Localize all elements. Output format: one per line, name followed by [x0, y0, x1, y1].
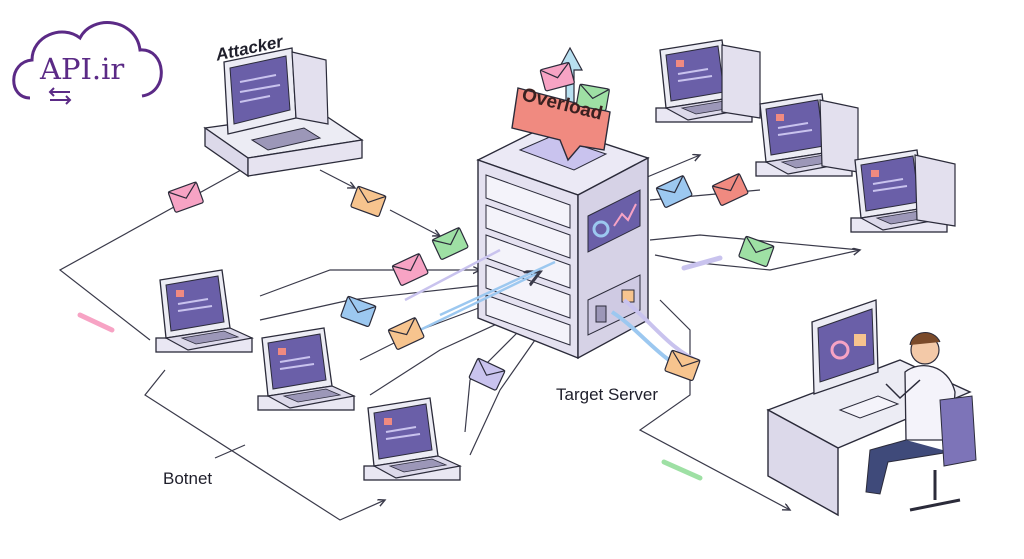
logo-text: API.ir [40, 52, 125, 86]
botnet-laptop-1 [155, 269, 253, 353]
logo-cloud-icon [12, 21, 163, 105]
botnet-label: Botnet [163, 469, 213, 488]
victim-computer-1 [655, 39, 761, 123]
traffic-arrows [404, 248, 556, 332]
victim-computer-3 [850, 149, 956, 233]
target-server-label: Target Server [556, 385, 659, 404]
decorative-dashes [77, 255, 723, 481]
attacker-computer-icon [203, 47, 364, 178]
botnet-laptop-2 [257, 327, 355, 411]
target-server-icon [476, 124, 701, 374]
admin-desk-person-icon [766, 299, 977, 517]
victim-computer-2 [755, 93, 859, 177]
connection-lines [58, 155, 860, 521]
botnet-laptop-3 [363, 397, 461, 481]
